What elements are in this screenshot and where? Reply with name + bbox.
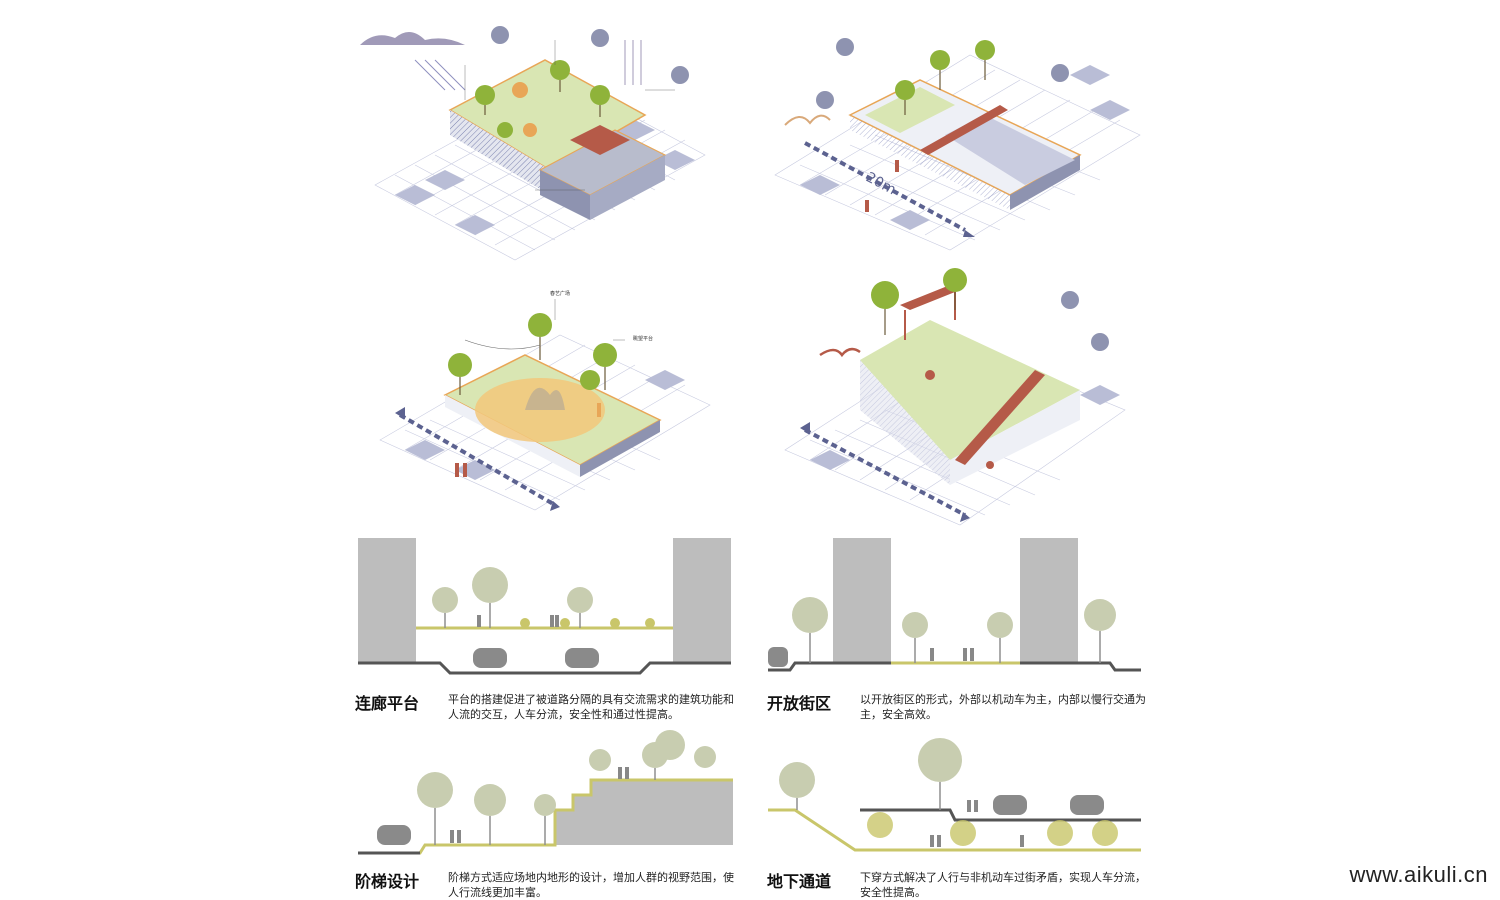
iso-diagram-terrace-ramp — [780, 260, 1130, 530]
caption-title-corridor: 连廊平台 — [355, 694, 420, 713]
caption-title-underpass: 地下通道 — [767, 872, 832, 891]
iso-diagram-street-water: 20m — [770, 15, 1150, 255]
plaza-label: 春艺广场 — [550, 290, 570, 297]
section-corridor-platform — [355, 535, 735, 680]
section-open-block — [765, 535, 1145, 680]
caption-text-corridor: 平台的搭建促进了被道路分隔的具有交流需求的建筑功能和人流的交互，人车分流，安全性… — [448, 693, 734, 721]
watermark: www.aikuli.cn — [1349, 862, 1488, 887]
caption-text-underpass: 下穿方式解决了人行与非机动车过街矛盾，实现人车分流，安全性提高。 — [860, 871, 1146, 899]
caption-text-stepped: 阶梯方式适应场地内地形的设计，增加人群的视野范围，使人行流线更加丰富。 — [448, 871, 734, 899]
section-stepped-design — [355, 725, 735, 855]
section-underpass — [765, 725, 1145, 855]
caption-title-stepped: 阶梯设计 — [355, 872, 420, 891]
caption-title-open-block: 开放街区 — [767, 694, 832, 713]
iso-diagram-sky-platform — [355, 20, 725, 270]
overlook-label: 眺望平台 — [633, 335, 653, 342]
iso-diagram-plaza: 春艺广场 眺望平台 — [375, 285, 715, 515]
caption-text-open-block: 以开放街区的形式，外部以机动车为主，内部以慢行交通为主，安全高效。 — [860, 693, 1146, 721]
